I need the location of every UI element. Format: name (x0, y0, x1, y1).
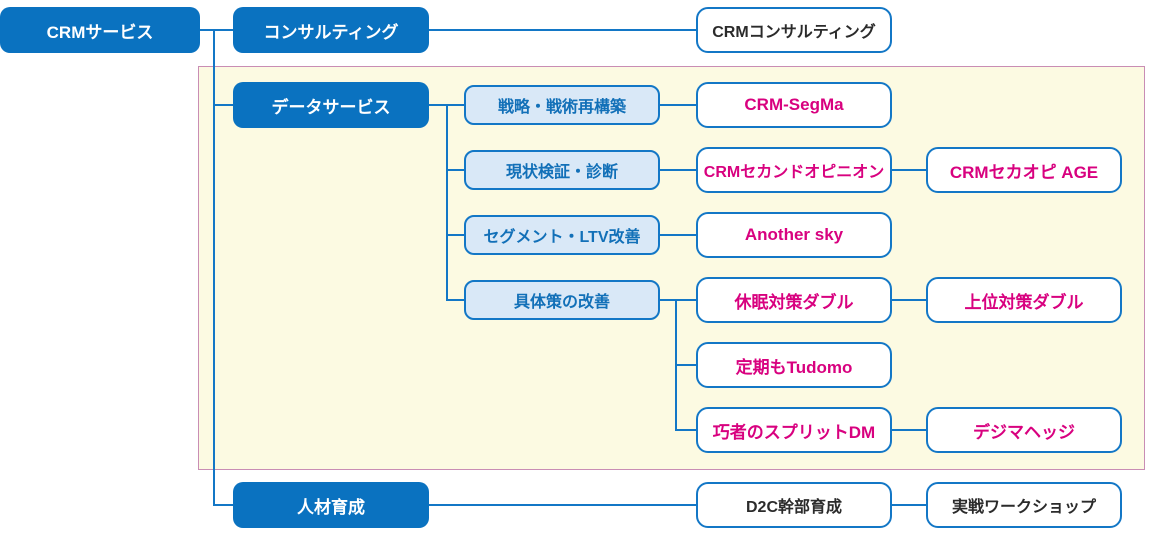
node-teiki-tudomo: 定期もTudomo (696, 342, 892, 388)
connector-concrete-out (660, 299, 677, 301)
connector-d2c-workshop (891, 504, 927, 506)
node-split-dm: 巧者のスプリットDM (696, 407, 892, 453)
connector-dormant-upper (891, 299, 927, 301)
connector-branch-strategy (446, 104, 466, 106)
connector-splitdm-dejima (891, 429, 927, 431)
connector-branch-splitdm (675, 429, 697, 431)
connector-dataservice-trunk (446, 104, 448, 301)
node-crm-second-opinion: CRMセカンドオピニオン (696, 147, 892, 193)
node-dormant-double: 休眠対策ダブル (696, 277, 892, 323)
node-strategy-rebuild: 戦略・戦術再構築 (464, 85, 660, 125)
connector-dataservice-out (429, 104, 448, 106)
data-service-group-panel (198, 66, 1145, 470)
node-hr-development: 人材育成 (233, 482, 429, 528)
node-d2c-training: D2C幹部育成 (696, 482, 892, 528)
connector-strategy-segma (660, 104, 697, 106)
connector-secondopinion-sekaopi (891, 169, 927, 171)
node-dejima-hedge: デジマヘッジ (926, 407, 1122, 453)
connector-root-trunk (213, 29, 215, 506)
node-another-sky: Another sky (696, 212, 892, 258)
connector-branch-dormant (675, 299, 697, 301)
connector-segment-anothersky (660, 234, 697, 236)
node-upper-double: 上位対策ダブル (926, 277, 1122, 323)
connector-root-dataservice (213, 104, 234, 106)
node-data-service: データサービス (233, 82, 429, 128)
connector-verification-secondopinion (660, 169, 697, 171)
connector-branch-verification (446, 169, 466, 171)
node-consulting: コンサルティング (233, 7, 429, 53)
connector-branch-concrete (446, 299, 466, 301)
connector-branch-teiki (675, 364, 697, 366)
node-crm-service: CRMサービス (0, 7, 200, 53)
connector-hr-d2c (429, 504, 697, 506)
connector-root-hr (213, 504, 234, 506)
node-crm-consulting: CRMコンサルティング (696, 7, 892, 53)
node-concrete-improvement: 具体策の改善 (464, 280, 660, 320)
connector-consulting-crmconsulting (429, 29, 697, 31)
node-segment-ltv: セグメント・LTV改善 (464, 215, 660, 255)
node-crm-sekaopi-age: CRMセカオピ AGE (926, 147, 1122, 193)
node-crm-segma: CRM-SegMa (696, 82, 892, 128)
node-current-verification: 現状検証・診断 (464, 150, 660, 190)
connector-branch-segment (446, 234, 466, 236)
connector-root-consulting (199, 29, 234, 31)
node-jissen-workshop: 実戦ワークショップ (926, 482, 1122, 528)
